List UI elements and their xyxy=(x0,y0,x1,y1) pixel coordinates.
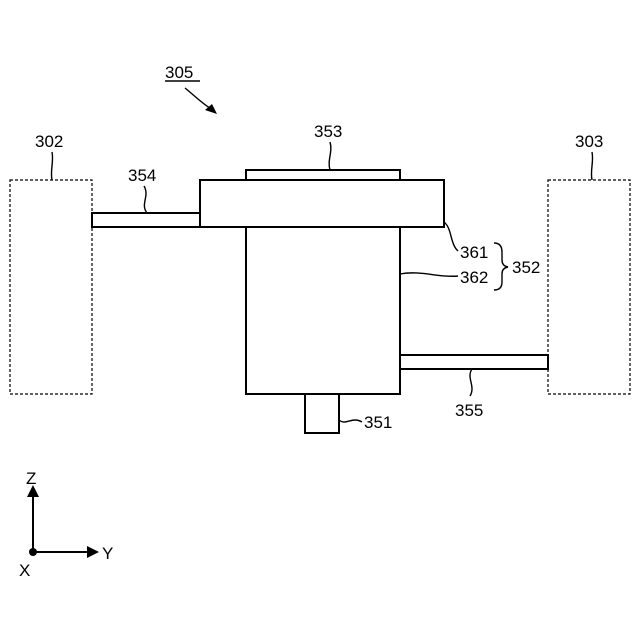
left-arm-label: 354 xyxy=(128,166,156,185)
lower-block xyxy=(246,227,400,394)
lower-block-label: 362 xyxy=(460,268,488,287)
upper-block xyxy=(200,180,444,227)
lower-block-leader xyxy=(400,273,458,276)
y-axis-arrowhead xyxy=(87,546,99,558)
top-plate-leader xyxy=(329,142,331,170)
right-unit-label: 303 xyxy=(575,132,603,151)
top-plate-label: 353 xyxy=(314,122,342,141)
upper-block-leader xyxy=(444,222,458,251)
x-axis-label: X xyxy=(19,561,30,580)
bottom-shaft-label: 351 xyxy=(364,413,392,432)
left-arm xyxy=(92,213,200,227)
x-axis-dot xyxy=(29,548,37,556)
y-axis-label: Y xyxy=(102,544,113,563)
right-unit-leader xyxy=(591,152,592,180)
left-arm-leader xyxy=(144,186,147,213)
left-unit-label: 302 xyxy=(35,132,63,151)
group-label: 352 xyxy=(512,258,540,277)
left-unit-leader xyxy=(51,152,52,180)
bottom-shaft xyxy=(305,394,339,433)
upper-block-label: 361 xyxy=(460,243,488,262)
bottom-shaft-leader xyxy=(339,420,362,422)
top-plate xyxy=(246,170,400,180)
assembly-label: 305 xyxy=(165,63,193,82)
left-unit xyxy=(10,180,92,394)
right-arm-label: 355 xyxy=(455,401,483,420)
right-arm-leader xyxy=(470,369,472,396)
right-arm xyxy=(400,355,548,369)
group-brace xyxy=(494,243,508,290)
z-axis-label: Z xyxy=(26,469,36,488)
right-unit xyxy=(548,180,630,394)
